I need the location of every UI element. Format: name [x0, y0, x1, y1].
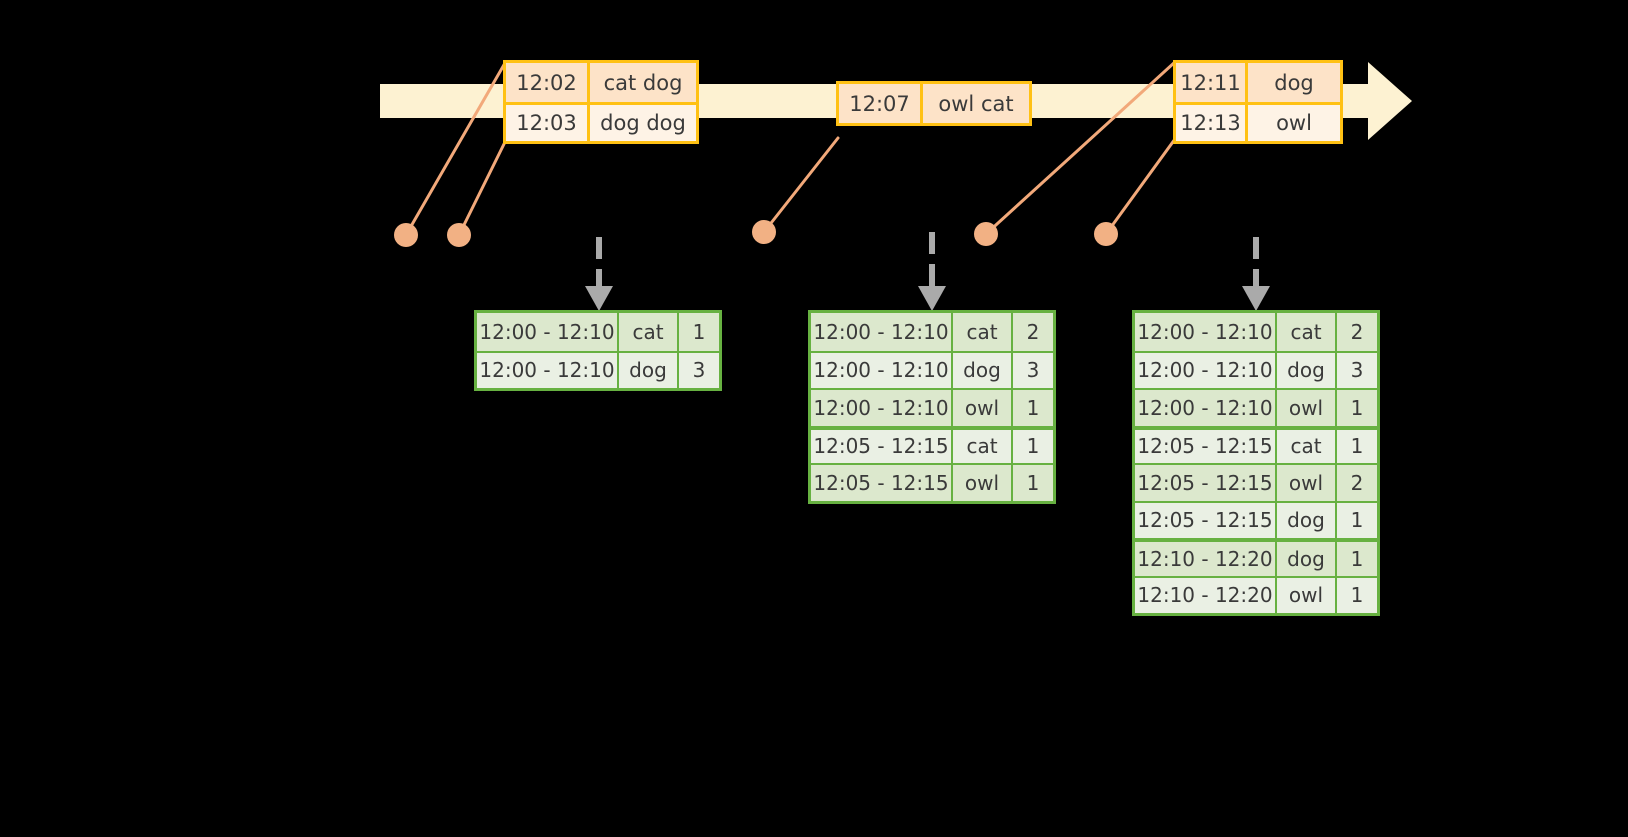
count-cell: 1 [1026, 434, 1040, 459]
event-words: owl [1276, 111, 1312, 135]
word-cell: dog [1277, 352, 1337, 388]
table-row[interactable]: 12:10 - 12:20 owl 1 [1135, 575, 1377, 613]
count-cell: 1 [1350, 583, 1364, 608]
word-cell: cat [953, 313, 1013, 351]
table-row[interactable]: 12:05 - 12:15 cat 1 [1135, 425, 1377, 463]
window-cell: 12:05 - 12:15 [811, 465, 953, 501]
window-cell: 12:10 - 12:20 [1135, 577, 1277, 613]
result-table-1[interactable]: 12:00 - 12:10 cat 1 12:00 - 12:10 dog 3 [474, 310, 722, 391]
marker-12-02-icon [394, 223, 418, 247]
count-cell: 3 [1026, 358, 1040, 383]
count-cell: 1 [1350, 395, 1364, 420]
event-time: 12:13 [1176, 105, 1248, 141]
window-cell: 12:05 - 12:15 [1135, 429, 1277, 463]
connector-12-13 [1104, 137, 1177, 236]
count-cell: 1 [1350, 508, 1364, 533]
event-words: dog [1274, 70, 1314, 95]
table-row[interactable]: 12:00 - 12:10 owl 1 [1135, 388, 1377, 426]
window-cell: 12:00 - 12:10 [811, 390, 953, 426]
table-row[interactable]: 12:00 - 12:10 cat 2 [811, 313, 1053, 351]
window-cell: 12:05 - 12:15 [811, 429, 953, 463]
count-cell: 2 [1026, 319, 1040, 344]
table-row[interactable]: 12:05 - 12:15 owl 1 [811, 463, 1053, 501]
word-cell: cat [1277, 313, 1337, 351]
word-cell: owl [1277, 577, 1337, 613]
count-cell: 1 [1350, 546, 1364, 571]
word-cell: owl [1277, 390, 1337, 426]
event-time: 12:11 [1176, 63, 1248, 102]
event-time: 12:03 [506, 105, 590, 141]
event-group-3[interactable]: 12:11 dog 12:13 owl [1173, 60, 1343, 144]
event-words: cat dog [603, 70, 683, 95]
table-row[interactable]: 12:00 - 12:10 cat 1 [477, 313, 719, 351]
event-time: 12:07 [839, 84, 923, 123]
window-cell: 12:05 - 12:15 [1135, 502, 1277, 538]
word-cell: cat [953, 429, 1013, 463]
window-cell: 12:00 - 12:10 [811, 313, 953, 351]
count-cell: 3 [1350, 358, 1364, 383]
dashed-arrows [585, 232, 1270, 311]
word-cell: dog [953, 352, 1013, 388]
marker-12-07-icon [752, 220, 776, 244]
word-cell: owl [953, 390, 1013, 426]
count-cell: 1 [692, 319, 706, 344]
connector-12-03 [457, 140, 507, 237]
marker-12-03-icon [447, 223, 471, 247]
count-cell: 1 [1026, 470, 1040, 495]
word-cell: cat [1277, 429, 1337, 463]
table-row[interactable]: 12:00 - 12:10 dog 3 [477, 350, 719, 388]
table-row[interactable]: 12:05 - 12:15 dog 1 [1135, 500, 1377, 538]
event-row[interactable]: 12:03 dog dog [506, 102, 696, 141]
event-time: 12:02 [506, 63, 590, 102]
count-cell: 1 [1350, 434, 1364, 459]
count-cell: 2 [1350, 319, 1364, 344]
count-cell: 1 [1026, 395, 1040, 420]
window-cell: 12:00 - 12:10 [811, 352, 953, 388]
table-row[interactable]: 12:10 - 12:20 dog 1 [1135, 538, 1377, 576]
marker-12-13-icon [1094, 222, 1118, 246]
table-row[interactable]: 12:00 - 12:10 dog 3 [811, 350, 1053, 388]
word-cell: dog [1277, 542, 1337, 576]
result-table-3[interactable]: 12:00 - 12:10 cat 2 12:00 - 12:10 dog 3 … [1132, 310, 1380, 616]
word-cell: owl [953, 465, 1013, 501]
word-cell: owl [1277, 465, 1337, 501]
window-cell: 12:00 - 12:10 [477, 313, 619, 351]
connector-12-07 [762, 136, 840, 234]
table-row[interactable]: 12:00 - 12:10 owl 1 [811, 388, 1053, 426]
table-row[interactable]: 12:00 - 12:10 dog 3 [1135, 350, 1377, 388]
event-row[interactable]: 12:11 dog [1176, 63, 1340, 102]
window-cell: 12:10 - 12:20 [1135, 542, 1277, 576]
dashed-arrow-1 [585, 237, 613, 311]
event-group-2[interactable]: 12:07 owl cat [836, 81, 1032, 126]
dashed-arrow-3 [1242, 237, 1270, 311]
word-cell: dog [619, 352, 679, 388]
event-group-1[interactable]: 12:02 cat dog 12:03 dog dog [503, 60, 699, 144]
result-table-2[interactable]: 12:00 - 12:10 cat 2 12:00 - 12:10 dog 3 … [808, 310, 1056, 504]
window-cell: 12:00 - 12:10 [477, 352, 619, 388]
event-words: dog dog [600, 111, 686, 135]
word-cell: dog [1277, 502, 1337, 538]
event-row[interactable]: 12:02 cat dog [506, 63, 696, 102]
event-row[interactable]: 12:13 owl [1176, 102, 1340, 141]
table-row[interactable]: 12:05 - 12:15 cat 1 [811, 425, 1053, 463]
dashed-arrow-2 [918, 232, 946, 311]
event-words: owl cat [938, 91, 1014, 116]
event-row[interactable]: 12:07 owl cat [839, 84, 1029, 123]
window-cell: 12:00 - 12:10 [1135, 390, 1277, 426]
count-cell: 3 [692, 358, 706, 383]
word-cell: cat [619, 313, 679, 351]
connector-12-02 [404, 61, 507, 237]
window-cell: 12:00 - 12:10 [1135, 352, 1277, 388]
event-markers [394, 220, 1118, 247]
marker-12-11-icon [974, 222, 998, 246]
table-row[interactable]: 12:00 - 12:10 cat 2 [1135, 313, 1377, 351]
window-cell: 12:05 - 12:15 [1135, 465, 1277, 501]
count-cell: 2 [1350, 470, 1364, 495]
table-row[interactable]: 12:05 - 12:15 owl 2 [1135, 463, 1377, 501]
window-cell: 12:00 - 12:10 [1135, 313, 1277, 351]
